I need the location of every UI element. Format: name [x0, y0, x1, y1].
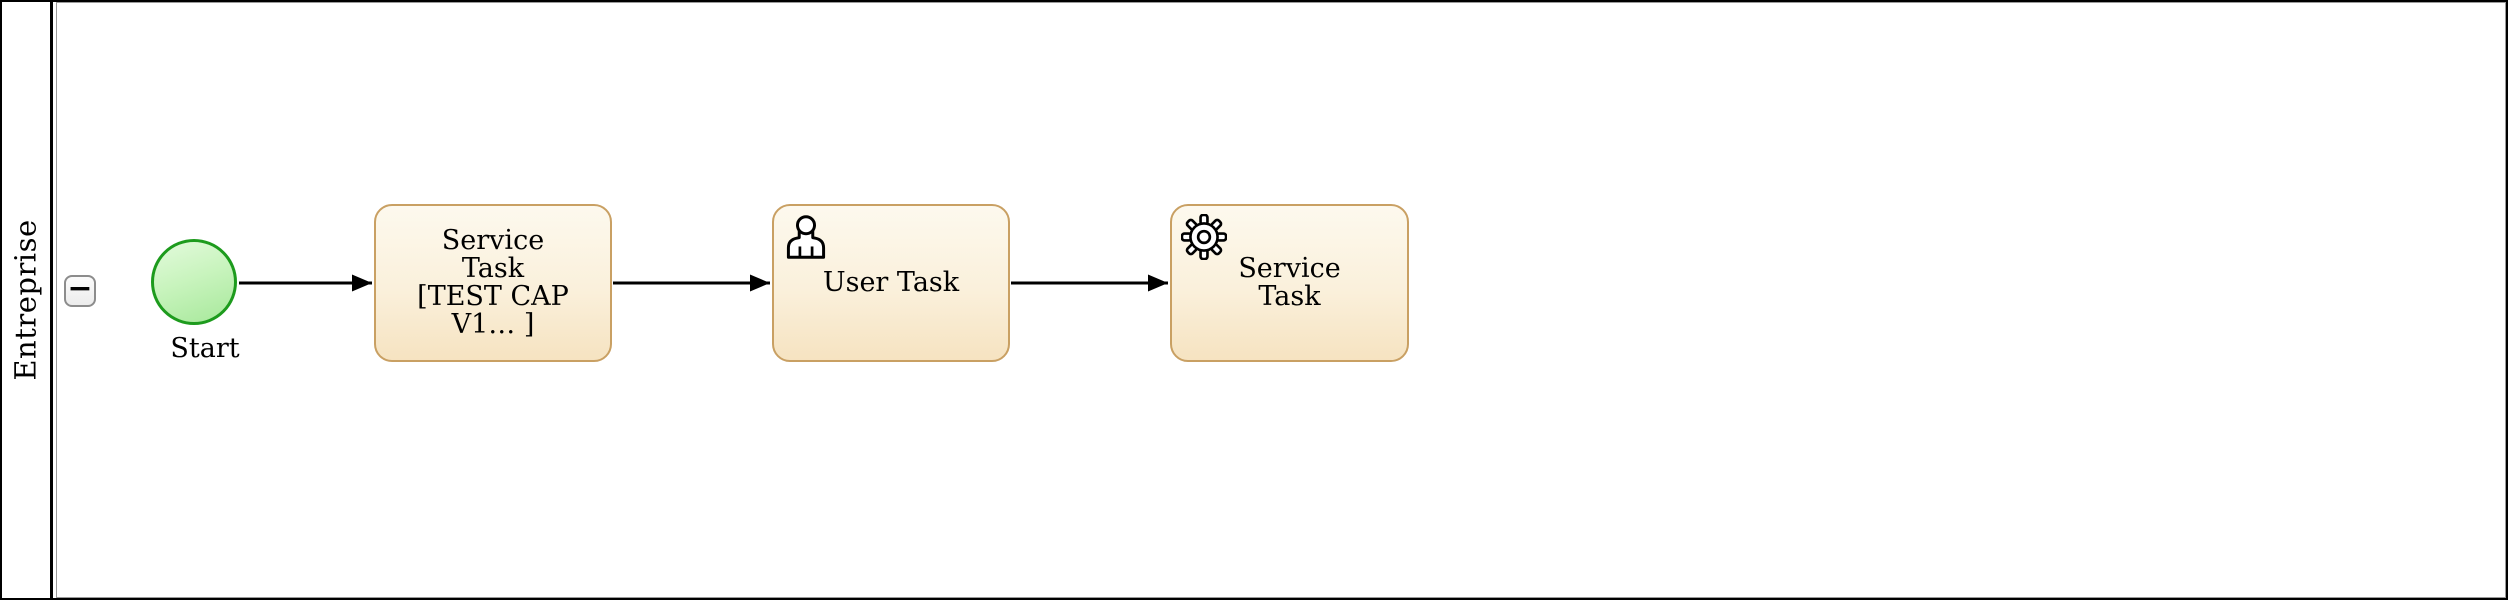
pool-label: Entreprise: [9, 219, 43, 381]
task-user-label: User Task: [822, 267, 960, 298]
start-event-label: Start: [170, 333, 240, 364]
task-service-1[interactable]: Service Task [TEST CAP V1… ]: [374, 204, 612, 362]
task-service-2[interactable]: Service Task: [1170, 204, 1409, 362]
task-service-2-label: Service Task: [1238, 253, 1341, 312]
collapse-pool-button[interactable]: −: [64, 271, 96, 307]
user-icon: [786, 215, 826, 259]
gear-icon: [1181, 214, 1227, 260]
minus-icon: −: [67, 271, 93, 306]
task-service-1-label: Service Task [TEST CAP V1… ]: [417, 225, 569, 340]
task-user[interactable]: User Task: [772, 204, 1010, 362]
pool-header-entreprise[interactable]: Entreprise: [2, 2, 53, 598]
start-event[interactable]: [151, 239, 237, 325]
